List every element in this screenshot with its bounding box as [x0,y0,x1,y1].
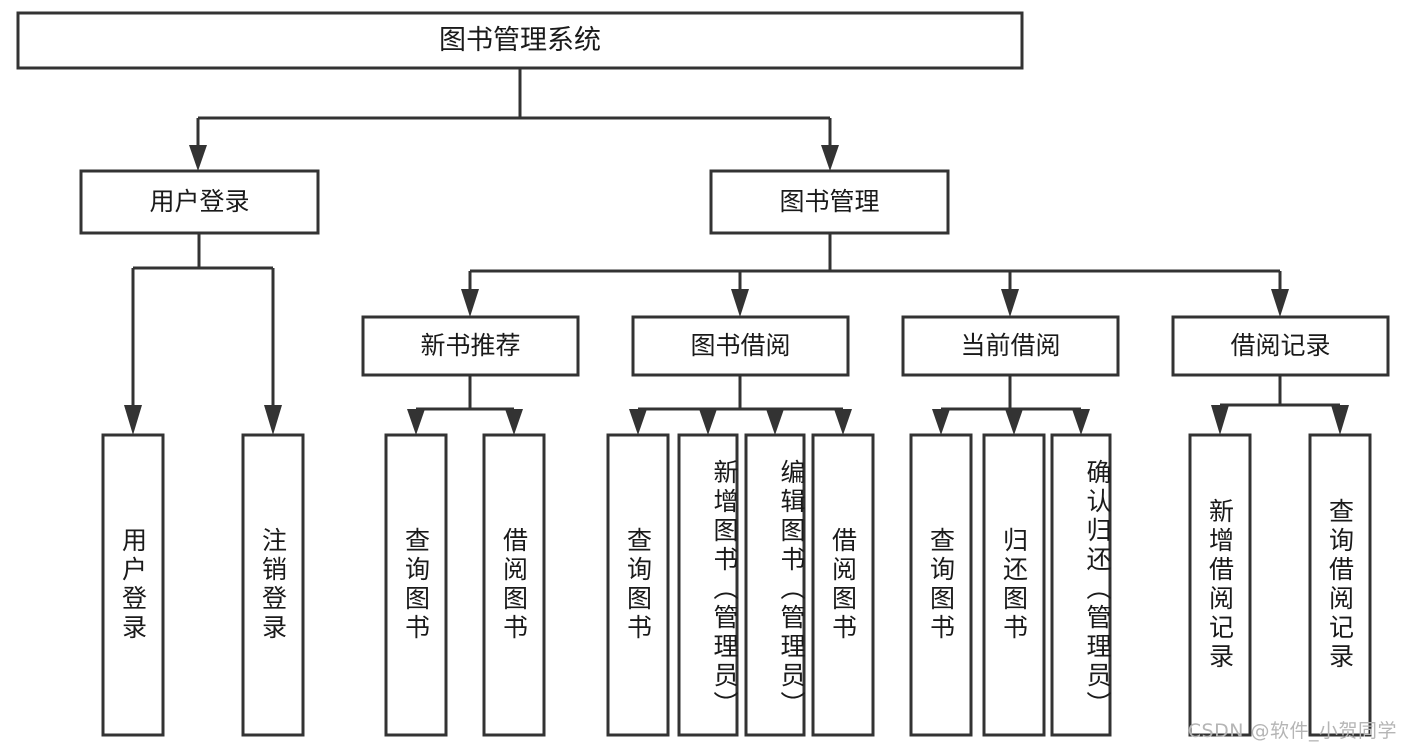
connector-new-book-recommend-to-leaves [414,375,516,414]
node-box-leaf-records-query[interactable] [1308,433,1372,737]
node-box-book-management[interactable] [709,169,950,235]
node-box-leaf-recommend-borrow-book[interactable] [482,433,546,737]
arrow-head-borrow-records [1271,289,1289,317]
connector-book-borrow-to-leaves [636,375,845,414]
arrow-head-new-book-recommend [461,289,479,317]
connector-user-login-to-leaves [131,233,275,408]
arrow-head-leaf-borrow-borrow-book [834,409,852,435]
node-box-leaf-current-return-book[interactable] [982,433,1046,737]
arrow-head-leaf-borrow-add-book [699,409,717,435]
arrow-head-leaf-logout [264,405,282,435]
node-box-leaf-current-query-book[interactable] [909,433,973,737]
arrow-head-leaf-current-query-book [932,409,950,435]
node-box-leaf-logout[interactable] [241,433,305,737]
node-box-new-book-recommend[interactable] [361,315,580,377]
node-box-leaf-borrow-borrow-book[interactable] [811,433,875,737]
arrow-head-leaf-borrow-edit-book [766,409,784,435]
node-box-leaf-borrow-query-book[interactable] [606,433,670,737]
node-box-leaf-current-confirm-return[interactable] [1050,433,1112,737]
node-box-leaf-records-add[interactable] [1188,433,1252,737]
arrow-head-leaf-records-query [1331,405,1349,435]
node-box-leaf-recommend-query-book[interactable] [384,433,448,737]
node-box-user-login[interactable] [79,169,320,235]
node-box-book-borrow[interactable] [631,315,850,377]
arrow-head-leaf-borrow-query-book [629,409,647,435]
node-box-root[interactable] [16,11,1024,70]
arrow-head-leaf-current-return-book [1005,409,1023,435]
connector-book-management-to-level3 [468,233,1282,292]
node-box-leaf-user-login[interactable] [101,433,165,737]
node-box-leaf-borrow-edit-book[interactable] [744,433,806,737]
arrow-head-leaf-recommend-query-book [407,409,425,435]
arrow-head-book-borrow [731,289,749,317]
node-box-borrow-records[interactable] [1171,315,1390,377]
arrow-head-user-login [189,145,207,171]
arrow-head-book-management [821,145,839,171]
arrow-head-leaf-current-confirm-return [1072,409,1090,435]
arrow-head-leaf-user-login [124,405,142,435]
node-box-current-borrow[interactable] [901,315,1120,377]
arrow-head-current-borrow [1001,289,1019,317]
arrow-head-leaf-records-add [1211,405,1229,435]
connector-current-borrow-to-leaves [939,375,1083,414]
connector-root-to-level2 [196,68,832,148]
arrow-head-leaf-recommend-borrow-book [505,409,523,435]
connector-borrow-records-to-leaves [1218,375,1342,410]
node-box-leaf-borrow-add-book[interactable] [677,433,739,737]
